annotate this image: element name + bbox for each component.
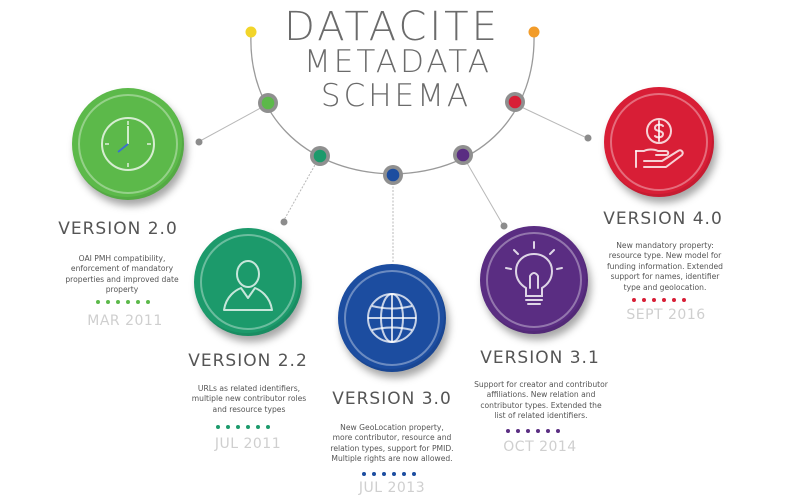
version-3-0-dots (362, 472, 416, 476)
desc-line: URLs as related identifiers, (197, 384, 301, 393)
version-3-1-date: OCT 2014 (503, 439, 577, 455)
version-3-0-circle (338, 264, 446, 372)
desc-line: type and geolocation. (623, 282, 707, 292)
arc-start-dot (245, 26, 257, 38)
version-3-0-description: New GeoLocation property, more contribut… (322, 423, 462, 465)
title-line-2: METADATA (304, 44, 492, 80)
globe-icon (367, 293, 417, 343)
connector-v40 (514, 103, 588, 139)
version-2-0-label: VERSION 2.0 (58, 219, 178, 239)
version-3-0-date: JUL 2013 (358, 480, 426, 496)
clock-icon (101, 117, 155, 171)
version-3-1-description: Support for creator and contributor affi… (466, 380, 616, 422)
version-4-0-description: New mandatory property: resource type. N… (590, 241, 740, 293)
arc-end-dot (528, 26, 540, 38)
version-2-2-circle (194, 228, 302, 336)
desc-line: more contributor, resource and (332, 433, 452, 443)
version-4-0-label: VERSION 4.0 (603, 209, 723, 229)
arc-node-v31 (453, 145, 473, 165)
version-3-1-label: VERSION 3.1 (480, 348, 600, 368)
desc-line: Support for creator and contributor (474, 380, 608, 389)
desc-line: Multiple rights are now allowed. (331, 454, 453, 464)
desc-line: New GeoLocation property, (340, 423, 444, 432)
connector-end-dot-v31 (500, 222, 508, 230)
version-4-0-dots (632, 298, 686, 302)
connector-end-dot-v20 (195, 138, 203, 146)
connector-end-dot-v40 (584, 134, 592, 142)
desc-line: list of related identifiers. (494, 411, 588, 421)
person-icon (223, 260, 273, 311)
desc-line: New mandatory property: (616, 241, 714, 250)
desc-line: multiple new contributor roles (191, 394, 307, 404)
version-2-2-description: URLs as related identifiers, multiple ne… (180, 384, 318, 415)
arc-node-v20 (258, 93, 278, 113)
desc-line: contributor types. Extended the (480, 400, 602, 410)
version-3-1-dots (506, 429, 560, 433)
arc-node-v30 (383, 165, 403, 185)
desc-line: support for names, identifier (610, 272, 720, 282)
version-4-0-circle (604, 87, 714, 197)
desc-line: property (105, 285, 139, 295)
desc-line: and resource types (212, 404, 286, 414)
connector-v31 (462, 155, 504, 226)
arc-node-v22 (310, 146, 330, 166)
desc-line: OAI PMH compatibility, (78, 254, 166, 263)
desc-line: enforcement of mandatory (70, 264, 174, 274)
desc-line: funding information. Extended (607, 261, 723, 271)
title-line-3: SCHEMA (320, 78, 472, 114)
title-line-1: DATACITE (284, 4, 500, 50)
version-3-0-label: VERSION 3.0 (332, 389, 452, 409)
money-hand-icon (635, 118, 684, 168)
arc-node-v40 (505, 92, 525, 112)
desc-line: resource type. New model for (608, 251, 722, 261)
version-2-2-dots (216, 425, 270, 429)
version-2-2-date: JUL 2011 (214, 436, 282, 452)
connector-v22 (283, 155, 321, 221)
timeline-arc (250, 33, 535, 175)
lightbulb-icon (505, 241, 563, 305)
connector-v20 (199, 103, 269, 142)
version-2-0-dots (96, 300, 150, 304)
desc-line: relation types, support for PMID. (330, 443, 454, 453)
version-2-2-label: VERSION 2.2 (188, 351, 308, 371)
version-2-0-description: OAI PMH compatibility, enforcement of ma… (58, 254, 186, 296)
connector-end-dot-v22 (280, 218, 288, 226)
version-3-1-circle (480, 226, 588, 334)
desc-line: affiliations. New relation and (486, 390, 596, 400)
desc-line: properties and improved date (65, 274, 179, 284)
version-4-0-date: SEPT 2016 (626, 307, 706, 323)
version-2-0-date: MAR 2011 (87, 313, 163, 329)
version-2-0-circle (72, 88, 184, 200)
